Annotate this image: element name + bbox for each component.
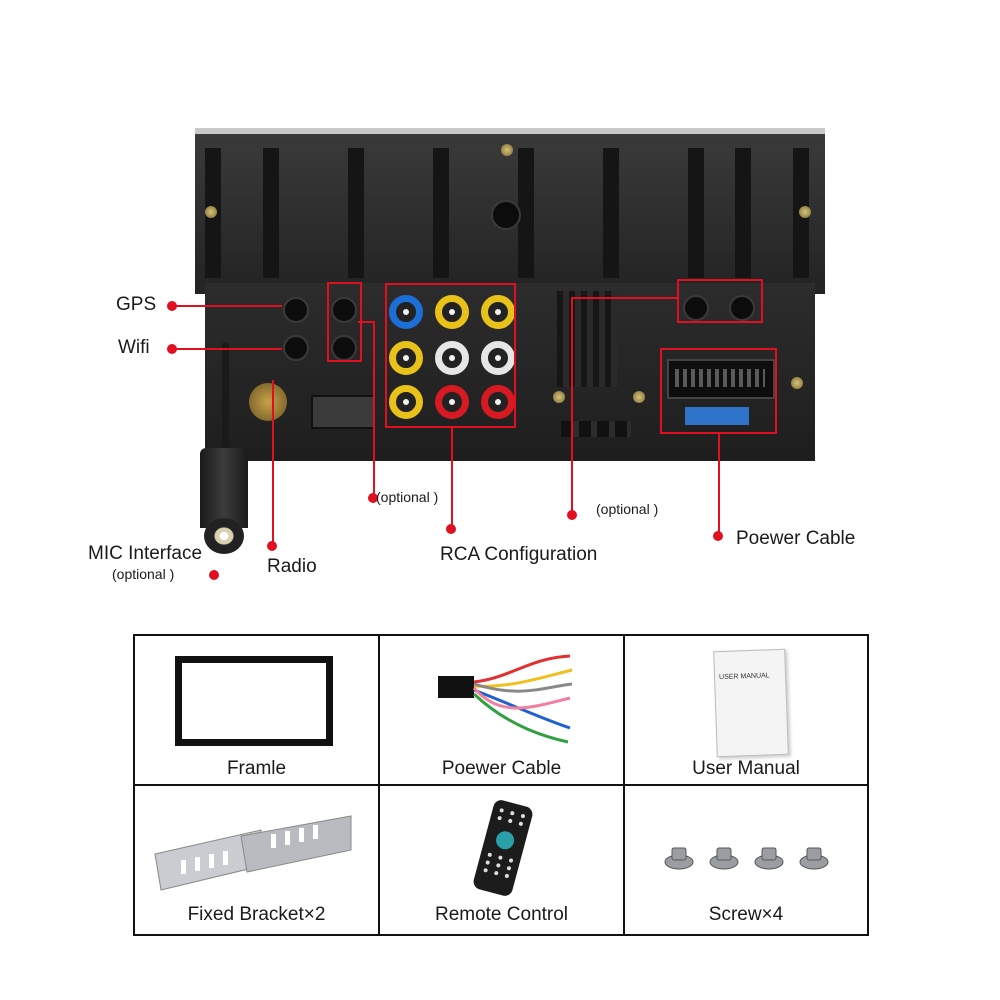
optional-jacks-highlight [677, 279, 763, 323]
power-cable-marker [713, 531, 723, 541]
wifi-marker [167, 344, 177, 354]
optional-4g-marker [368, 493, 378, 503]
radio-antenna-socket [249, 383, 287, 421]
harness-socket [667, 359, 775, 399]
power-harness-highlight [660, 348, 777, 434]
mic-interface-label: MIC Interface [88, 543, 203, 564]
mic-optional-label: (optional ) [112, 566, 175, 582]
accessory-label: Poewer Cable [441, 758, 562, 779]
rca-jack [389, 295, 423, 329]
radio-marker [267, 541, 277, 551]
optional-right-marker [567, 510, 577, 520]
rca-jack [435, 385, 469, 419]
accessories-table: Framle Poewer Cable USER MANUAL User Man… [133, 634, 869, 936]
accessory-cell: Fixed Bracket×2 [135, 786, 378, 934]
frame-icon [175, 656, 333, 746]
connector-panel [205, 283, 815, 461]
rca-configuration-label: RCA Configuration [440, 544, 598, 565]
fuse [685, 407, 749, 425]
vent [561, 421, 631, 437]
heatsink [195, 128, 825, 294]
mic-plug-tip [204, 518, 244, 554]
accessory-label: Framle [226, 758, 287, 779]
rca-jack [481, 341, 515, 375]
vent [557, 291, 617, 387]
rca-highlight [385, 283, 516, 428]
accessory-cell: Remote Control [380, 786, 623, 934]
rca-marker [446, 524, 456, 534]
rca-jack [435, 295, 469, 329]
accessory-cell: Framle [135, 636, 378, 784]
optional-jack-4 [729, 295, 755, 321]
accessory-label: Screw×4 [708, 904, 784, 925]
accessory-label: Remote Control [434, 904, 569, 925]
accessory-cell: Poewer Cable [380, 636, 623, 784]
gps-jack [283, 297, 309, 323]
accessory-label: Fixed Bracket×2 [187, 904, 326, 925]
rca-jack [389, 385, 423, 419]
rca-jack [435, 341, 469, 375]
optional-jack-3 [683, 295, 709, 321]
rca-jack [481, 295, 515, 329]
accessory-cell: USER MANUAL User Manual [625, 636, 867, 784]
mic-connector-block [311, 395, 375, 429]
manual-icon: USER MANUAL [713, 648, 789, 758]
wifi-label: Wifi [118, 337, 150, 358]
wire-harness-icon [438, 654, 573, 744]
mic-plug [200, 448, 248, 528]
optional-jack-1 [331, 297, 357, 323]
rca-jack [389, 341, 423, 375]
gps-label: GPS [116, 294, 157, 315]
gps-marker [167, 301, 177, 311]
optional-right-label: (optional ) [596, 501, 659, 517]
bracket-icon [154, 815, 352, 891]
mount-hole [491, 200, 521, 230]
rca-jack [481, 385, 515, 419]
radio-label: Radio [267, 556, 317, 577]
power-cable-label: Poewer Cable [736, 528, 856, 549]
wifi-jack [283, 335, 309, 361]
mic-cable [222, 342, 229, 457]
accessory-label: User Manual [692, 758, 800, 779]
remote-control-icon [473, 800, 533, 896]
mic-marker [209, 570, 219, 580]
optional-4g-label: (optional ) [376, 489, 439, 505]
screw-icon [664, 847, 829, 870]
accessory-cell: Screw×4 [625, 786, 867, 934]
optional-4g-highlight [327, 282, 362, 362]
manual-cover-text: USER MANUAL [718, 672, 770, 682]
